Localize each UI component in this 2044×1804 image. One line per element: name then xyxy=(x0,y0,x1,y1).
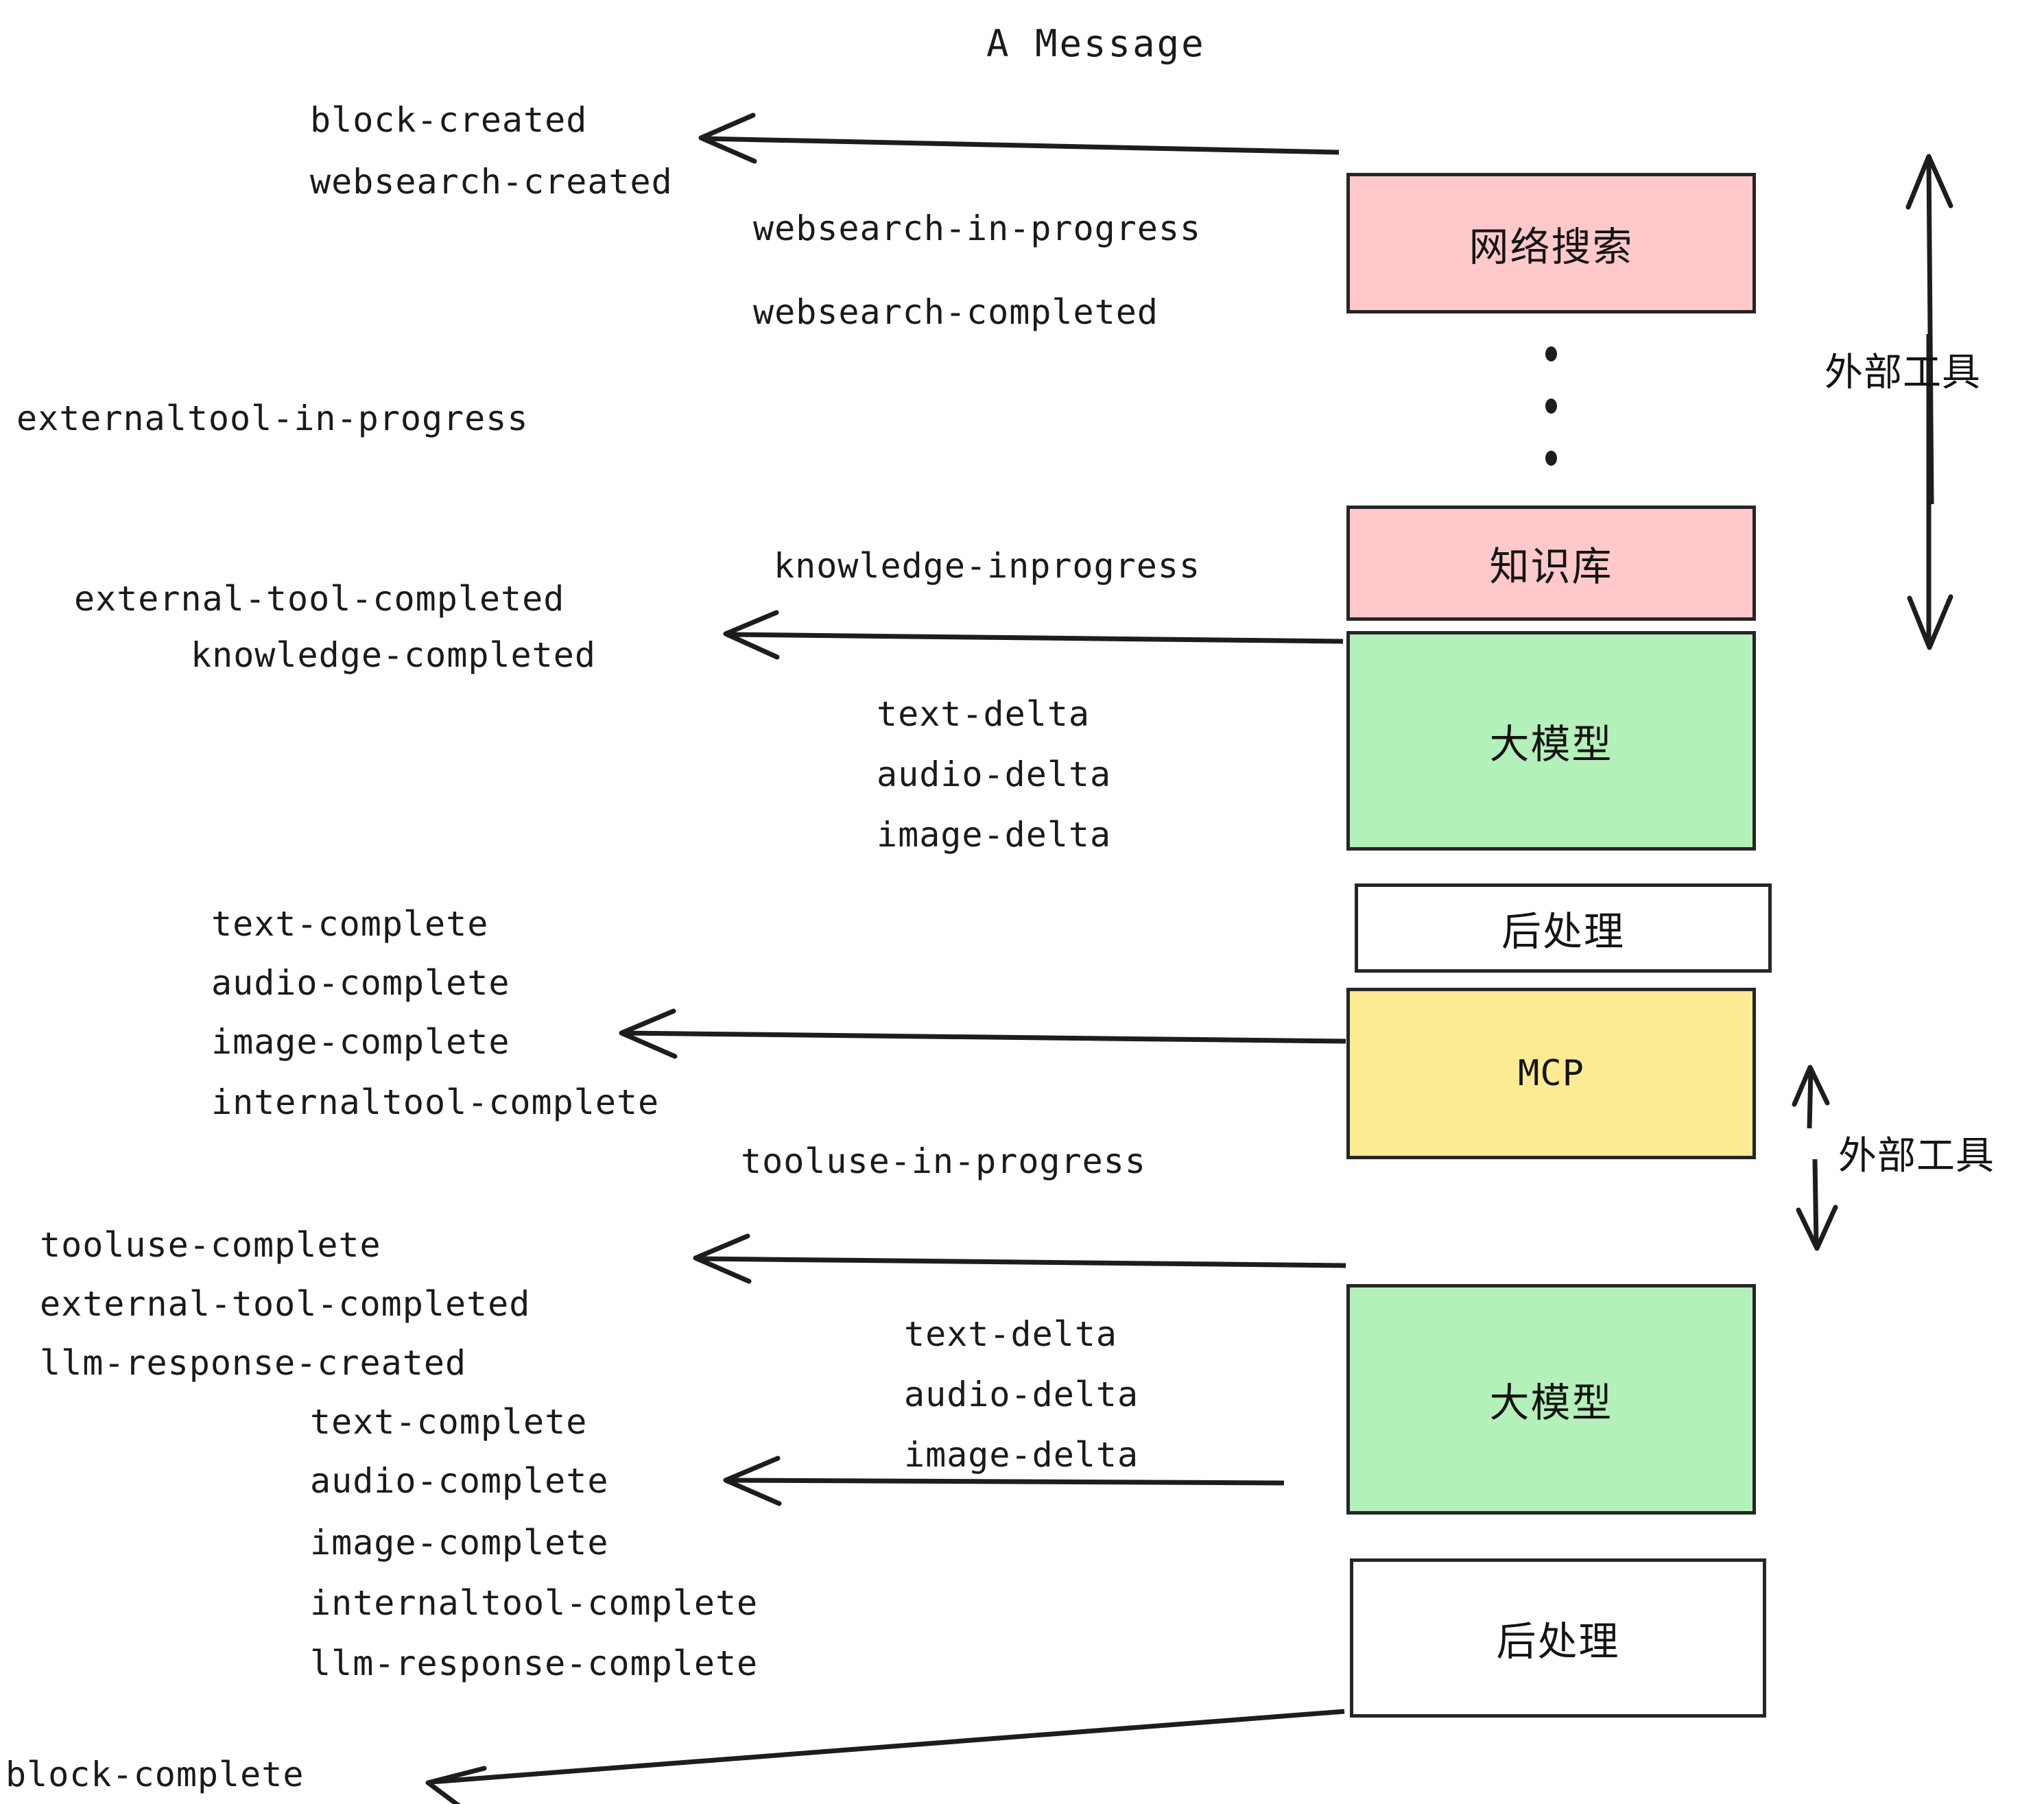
side-label-external-tools-top: 外部工具 xyxy=(1825,351,1981,395)
event-externaltool-in-progress: externaltool-in-progress xyxy=(16,399,529,438)
event-websearch-in-progress: websearch-in-progress xyxy=(753,209,1202,248)
node-postprocess-1-label: 后处理 xyxy=(1501,908,1625,955)
diagram-title: A Message xyxy=(986,22,1206,65)
event-block-created: block-created xyxy=(310,100,588,140)
vertical-ellipsis-icon xyxy=(1545,346,1557,503)
event-knowledge-inprogress: knowledge-inprogress xyxy=(774,546,1201,586)
event-internaltool-complete-1: internaltool-complete xyxy=(211,1082,660,1122)
edge-postprocess-to-left xyxy=(619,1008,1346,1059)
event-tooluse-in-progress: tooluse-in-progress xyxy=(741,1141,1146,1181)
event-websearch-created: websearch-created xyxy=(310,162,673,202)
node-postprocess-1[interactable]: 后处理 xyxy=(1355,883,1772,973)
event-image-delta-2: image-delta xyxy=(904,1435,1139,1475)
edge-websearch-to-left xyxy=(698,112,1340,164)
event-image-complete-2: image-complete xyxy=(310,1523,609,1563)
edge-knowledge-to-left xyxy=(723,610,1344,660)
event-text-delta-1: text-delta xyxy=(877,694,1091,734)
node-mcp-label: MCP xyxy=(1518,1053,1584,1094)
event-audio-delta-1: audio-delta xyxy=(877,755,1112,794)
event-llm-response-complete: llm-response-complete xyxy=(310,1643,759,1683)
edge-mcp-to-left xyxy=(693,1233,1346,1284)
node-postprocess-2[interactable]: 后处理 xyxy=(1350,1558,1766,1718)
event-knowledge-completed: knowledge-completed xyxy=(191,635,596,675)
node-llm-2-label: 大模型 xyxy=(1489,1379,1613,1426)
event-internaltool-complete-2: internaltool-complete xyxy=(310,1583,759,1623)
bracket-external-tools-top xyxy=(1905,154,1953,650)
event-block-complete: block-complete xyxy=(5,1755,305,1794)
bracket-external-tools-bottom xyxy=(1792,1065,1838,1251)
event-audio-complete-2: audio-complete xyxy=(310,1461,609,1501)
node-mcp[interactable]: MCP xyxy=(1346,988,1756,1159)
node-websearch[interactable]: 网络搜索 xyxy=(1346,173,1756,313)
side-label-external-tools-bottom: 外部工具 xyxy=(1838,1134,1995,1178)
node-knowledge-label: 知识库 xyxy=(1489,543,1613,590)
event-image-complete-1: image-complete xyxy=(211,1022,510,1062)
event-text-delta-2: text-delta xyxy=(904,1314,1118,1354)
event-audio-complete-1: audio-complete xyxy=(211,963,510,1003)
edge-postprocess2-to-left xyxy=(425,1709,1345,1804)
event-audio-delta-2: audio-delta xyxy=(904,1375,1139,1414)
node-websearch-label: 网络搜索 xyxy=(1469,223,1634,270)
event-text-complete-1: text-complete xyxy=(211,904,489,944)
node-llm-1[interactable]: 大模型 xyxy=(1346,631,1756,851)
event-text-complete-2: text-complete xyxy=(310,1402,588,1442)
node-llm-2[interactable]: 大模型 xyxy=(1346,1284,1756,1515)
event-websearch-completed: websearch-completed xyxy=(753,292,1158,332)
event-tooluse-complete: tooluse-complete xyxy=(40,1225,381,1265)
event-llm-response-created: llm-response-created xyxy=(40,1343,467,1383)
node-postprocess-2-label: 后处理 xyxy=(1496,1618,1620,1665)
edge-llm2-to-left xyxy=(723,1456,1285,1506)
node-llm-1-label: 大模型 xyxy=(1489,721,1613,768)
event-external-tool-completed-2: external-tool-completed xyxy=(40,1284,531,1324)
node-knowledge[interactable]: 知识库 xyxy=(1346,506,1756,621)
event-image-delta-1: image-delta xyxy=(877,815,1112,855)
event-external-tool-completed-1: external-tool-completed xyxy=(74,579,565,619)
